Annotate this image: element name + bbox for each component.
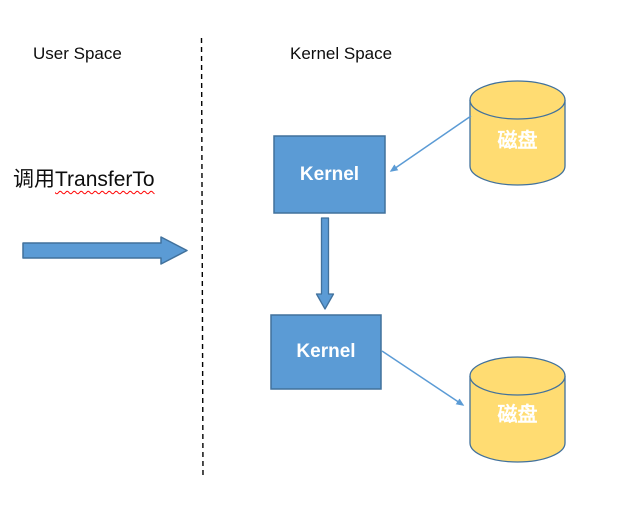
disk-bottom-label: 磁盘 (497, 403, 538, 426)
disk-top-cylinder (469, 80, 566, 186)
kernel-box-1-label: Kernel (299, 163, 360, 185)
call-text-en: TransferTo (55, 168, 155, 191)
disk-to-kernel-arrow (389, 115, 472, 172)
kernel-box-1 (273, 135, 386, 214)
kernel-to-disk-arrow (381, 350, 465, 406)
call-transferto-text: 调用TransferTo (13, 163, 155, 193)
kernel-box-2 (270, 314, 382, 390)
disk-bottom-cylinder (469, 356, 566, 463)
call-text-cn: 调用 (13, 168, 55, 191)
kernel-to-kernel-arrow (315, 217, 335, 310)
disk-bottom-body (469, 376, 566, 463)
disk-top-body (469, 100, 566, 186)
space-divider-dashed-line (200, 37, 204, 479)
disk-bottom-lid (469, 356, 566, 396)
kernel-space-title: Kernel Space (290, 44, 393, 63)
disk-top-label: 磁盘 (497, 129, 538, 152)
disk-top-lid (469, 80, 566, 120)
user-space-title: User Space (33, 44, 122, 63)
call-transferto-arrow (22, 236, 188, 265)
kernel-box-2-label: Kernel (296, 341, 356, 362)
